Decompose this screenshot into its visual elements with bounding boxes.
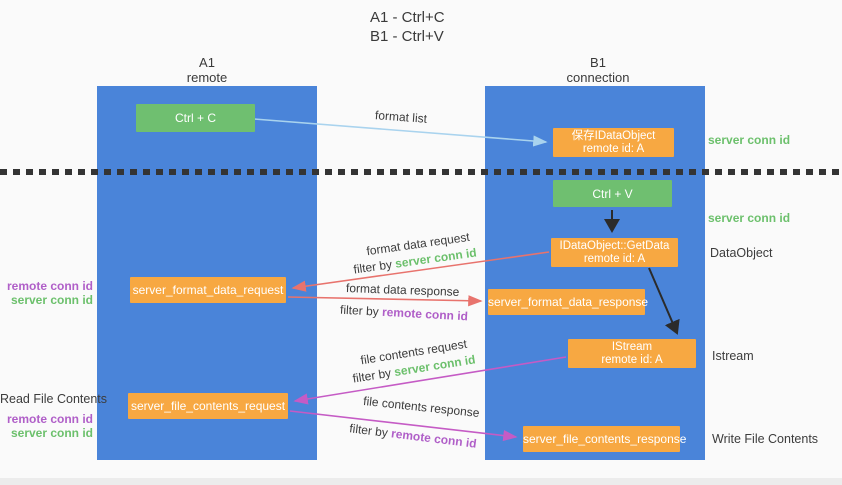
server-format-data-response-label: server_format_data_response	[488, 295, 649, 309]
server-conn-id-label-2: server conn id	[10, 426, 93, 440]
remote-conn-id-label-1: remote conn id	[6, 279, 93, 293]
server-conn-id-label-1: server conn id	[10, 293, 93, 307]
filter-by-remote-conn-id-label-1: filter by remote conn id	[340, 303, 469, 324]
column-a1-id: A1	[199, 55, 215, 70]
diagram-title: A1 - Ctrl+C B1 - Ctrl+V	[370, 8, 445, 46]
remote-conn-id-label-2: remote conn id	[6, 412, 93, 426]
bottom-scrollbar-area	[0, 478, 842, 485]
filter-value-4: remote conn id	[390, 426, 478, 451]
filter-by-text-1: filter by	[352, 256, 397, 277]
column-header-b1: B1 connection	[518, 55, 678, 85]
format-data-response-flow-label: format data response	[345, 281, 460, 299]
server-file-contents-request-label: server_file_contents_request	[130, 399, 286, 413]
server-format-data-request-node: server_format_data_request	[130, 277, 286, 303]
istream-node: IStream remote id: A	[568, 339, 696, 368]
filter-by-text-3: filter by	[351, 365, 396, 386]
ctrl-v-label: Ctrl + V	[592, 186, 633, 201]
server-format-data-response-node: server_format_data_response	[488, 289, 649, 315]
server-file-contents-response-node: server_file_contents_response	[523, 426, 687, 452]
file-contents-response-flow-label: file contents response	[362, 393, 481, 421]
filter-by-text-4: filter by	[348, 421, 393, 441]
getdata-line1: IDataObject::GetData	[559, 239, 670, 252]
getdata-line2: remote id: A	[583, 252, 646, 265]
filter-value-2: remote conn id	[381, 304, 469, 324]
server-file-contents-response-label: server_file_contents_response	[523, 432, 687, 446]
istream-line1: IStream	[611, 340, 653, 353]
ctrl-c-node: Ctrl + C	[136, 104, 255, 132]
istream-line2: remote id: A	[601, 353, 663, 366]
column-b1-name: connection	[566, 70, 630, 85]
write-file-contents-label: Write File Contents	[712, 432, 819, 446]
filter-by-text-2: filter by	[339, 302, 383, 319]
column-a1-name: remote	[186, 70, 228, 85]
column-header-a1: A1 remote	[127, 55, 287, 85]
save-idataobject-line1: 保存IDataObject	[571, 129, 656, 142]
ctrl-v-node: Ctrl + V	[553, 180, 672, 207]
phase-divider-dashed-line	[0, 169, 842, 175]
server-conn-id-label-top: server conn id	[708, 133, 791, 147]
filter-by-remote-conn-id-label-2: filter by remote conn id	[349, 421, 478, 450]
title-line-1: A1 - Ctrl+C	[370, 9, 445, 26]
server-format-data-request-label: server_format_data_request	[132, 283, 284, 297]
format-list-flow-label: format list	[374, 108, 428, 126]
ctrl-c-label: Ctrl + C	[174, 111, 216, 125]
column-b1-id: B1	[590, 55, 606, 70]
dataobject-label: DataObject	[710, 246, 773, 260]
save-idataobject-node: 保存IDataObject remote id: A	[553, 128, 674, 157]
idataobject-getdata-node: IDataObject::GetData remote id: A	[551, 238, 678, 267]
read-file-contents-label: Read File Contents	[0, 392, 108, 406]
server-file-contents-request-node: server_file_contents_request	[128, 393, 288, 419]
title-line-2: B1 - Ctrl+V	[370, 28, 444, 45]
server-conn-id-label-mid: server conn id	[708, 211, 791, 225]
save-idataobject-line2: remote id: A	[582, 142, 645, 155]
istream-side-label: Istream	[712, 349, 754, 363]
